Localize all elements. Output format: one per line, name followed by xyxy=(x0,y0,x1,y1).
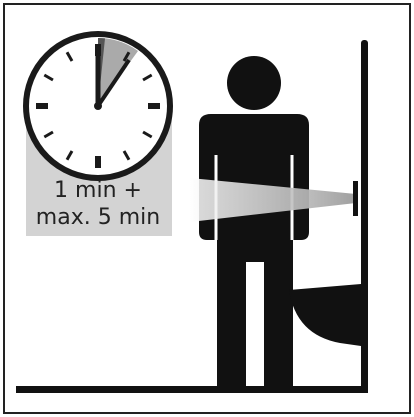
sensor-icon xyxy=(353,181,358,216)
clock-icon xyxy=(26,34,170,178)
floor-icon xyxy=(16,386,368,393)
wall-icon xyxy=(361,40,368,392)
duration-caption-line2: max. 5 min xyxy=(36,205,160,230)
duration-caption-line1: 1 min + xyxy=(54,178,142,203)
